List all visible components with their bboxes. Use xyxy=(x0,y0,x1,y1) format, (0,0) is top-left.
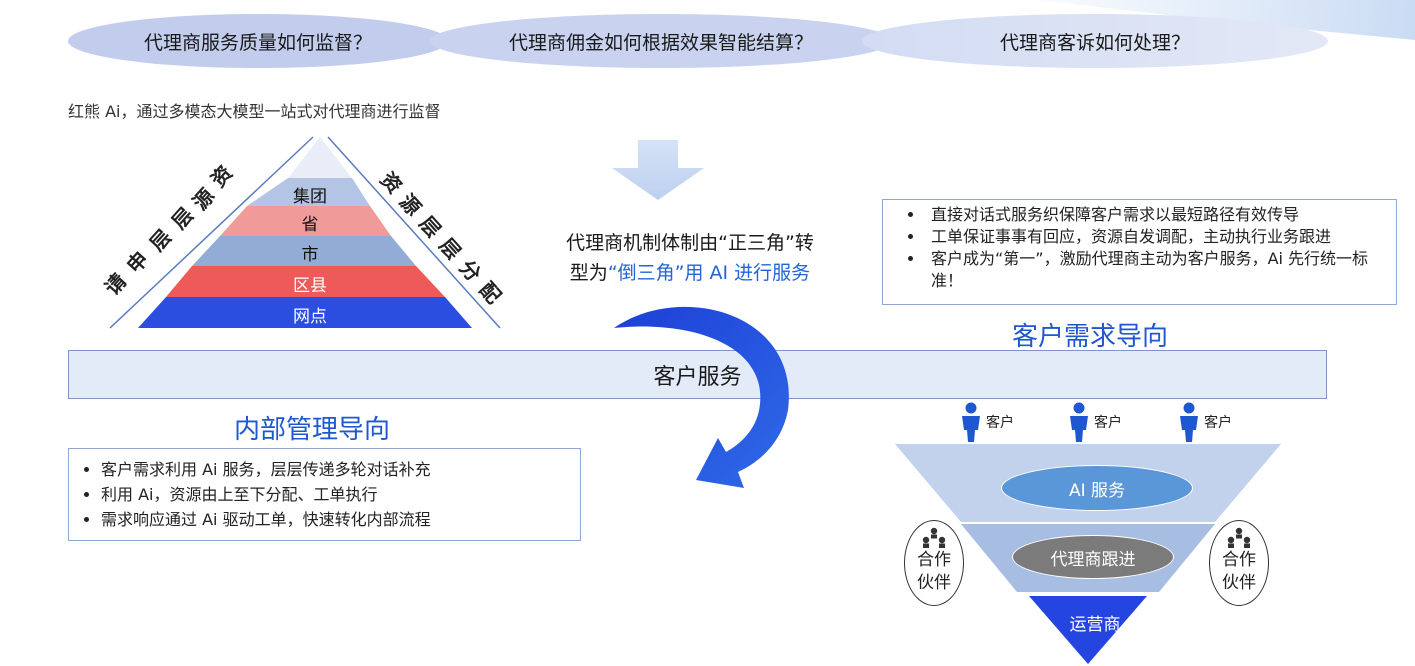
question-text: 代理商佣金如何根据效果智能结算？ xyxy=(508,31,813,54)
pyramid-level-label: 市 xyxy=(301,244,319,265)
transformation-text: 代理商机制体制由“正三角”转 型为“倒三角”用 AI 进行服务 xyxy=(520,228,860,288)
service-bar-label: 客户服务 xyxy=(653,364,742,390)
funnel-bottom-band xyxy=(1029,596,1147,664)
customer-label: 客户 xyxy=(986,415,1014,431)
group-icon xyxy=(1227,527,1251,548)
question-pill-supervision: 代理商服务质量如何监督？ xyxy=(68,14,448,68)
person-icon xyxy=(1070,402,1088,442)
partner-label-line: 合作 xyxy=(917,550,951,570)
internal-management-bullets: 客户需求利用 Ai 服务，层层传递多轮对话补充 利用 Ai，资源由上至下分配、工… xyxy=(68,448,581,541)
pyramid-band-outlet xyxy=(138,297,472,328)
agent-followup-ellipse: 代理商跟进 xyxy=(1012,535,1174,579)
transformation-line2-prefix: 型为 xyxy=(569,262,608,284)
bullet-item: 利用 Ai，资源由上至下分配、工单执行 xyxy=(101,482,570,507)
bullet-item: 需求响应通过 Ai 驱动工单，快速转化内部流程 xyxy=(101,507,570,532)
customer-figure: 客户 xyxy=(1068,402,1122,442)
bullet-item: 客户成为“第一”，激励代理商主动为客户服务，Ai 先行统一标准！ xyxy=(925,248,1386,292)
pyramid-apex xyxy=(288,137,352,178)
question-pill-commission: 代理商佣金如何根据效果智能结算？ xyxy=(430,14,892,68)
question-text: 代理商服务质量如何监督？ xyxy=(143,31,372,54)
customer-oriented-heading: 客户需求导向 xyxy=(1012,322,1169,352)
transformation-highlight: “倒三角”用 AI 进行服务 xyxy=(607,262,811,284)
question-text: 代理商客诉如何处理？ xyxy=(999,31,1190,54)
curved-arrow-icon xyxy=(614,306,789,488)
question-pill-complaints: 代理商客诉如何处理？ xyxy=(862,14,1328,68)
customer-label: 客户 xyxy=(1094,415,1122,431)
transformation-line2: 型为“倒三角”用 AI 进行服务 xyxy=(520,258,860,288)
customer-oriented-bullets: 直接对话式服务织保障客户需求以最短路径有效传导 工单保证事事有回应，资源自发调配… xyxy=(882,199,1397,305)
pyramid-level-label: 网点 xyxy=(293,306,327,327)
partner-right: 合作 伙伴 xyxy=(1209,520,1269,606)
pyramid-right-edge xyxy=(327,136,501,329)
partner-label-line: 伙伴 xyxy=(917,573,951,593)
bullet-item: 直接对话式服务织保障客户需求以最短路径有效传导 xyxy=(925,204,1386,226)
pyramid-level-label: 集团 xyxy=(293,186,327,207)
customer-figure: 客户 xyxy=(960,402,1014,442)
partner-label-line: 合作 xyxy=(1222,550,1256,570)
customer-service-bar: 客户服务 xyxy=(68,350,1327,399)
ai-service-label: AI 服务 xyxy=(1068,480,1126,501)
pyramid-band-county xyxy=(166,266,445,297)
agent-followup-label: 代理商跟进 xyxy=(1050,549,1136,570)
pyramid-band-province xyxy=(220,206,391,236)
intro-text: 红熊 Ai，通过多模态大模型一站式对代理商进行监督 xyxy=(68,102,441,121)
pyramid-left-edge xyxy=(109,136,314,329)
partner-label-line: 伙伴 xyxy=(1222,573,1256,593)
bullet-item: 工单保证事事有回应，资源自发调配，主动执行业务跟进 xyxy=(925,226,1386,248)
operator-label: 运营商 xyxy=(1069,615,1121,635)
internal-management-heading: 内部管理导向 xyxy=(234,415,391,445)
pyramid-level-label: 省 xyxy=(301,214,319,235)
ai-service-ellipse: AI 服务 xyxy=(1001,465,1193,511)
group-icon xyxy=(922,527,946,548)
down-arrow-icon xyxy=(612,140,704,200)
customer-label: 客户 xyxy=(1204,415,1232,431)
person-icon xyxy=(1180,402,1198,442)
bullet-item: 客户需求利用 Ai 服务，层层传递多轮对话补充 xyxy=(101,457,570,482)
partner-left: 合作 伙伴 xyxy=(904,520,964,606)
transformation-line1: 代理商机制体制由“正三角”转 xyxy=(566,232,814,254)
pyramid-diagram xyxy=(109,136,501,329)
customer-figure: 客户 xyxy=(1178,402,1232,442)
pyramid-band-city xyxy=(192,236,416,266)
pyramid-level-label: 区县 xyxy=(293,275,327,296)
pyramid-band-group xyxy=(247,178,370,206)
person-icon xyxy=(962,402,980,442)
